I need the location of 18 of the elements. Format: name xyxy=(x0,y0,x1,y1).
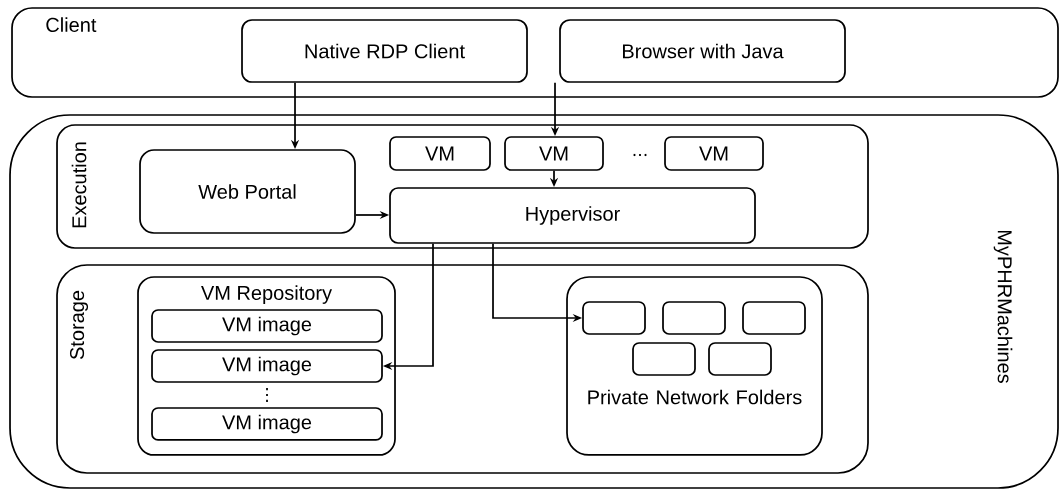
component-box: VM xyxy=(389,136,491,171)
component-box: VM xyxy=(664,136,764,171)
ellipsis-text: ⋮ xyxy=(266,388,268,402)
component-box: Native RDP Client xyxy=(241,19,528,83)
component-box: VM image xyxy=(151,407,383,441)
component-box: VM xyxy=(504,136,604,171)
component-box: Web Portal xyxy=(139,149,356,234)
folder-box xyxy=(582,301,646,335)
component-box: Hypervisor xyxy=(389,187,756,244)
component-box: VM image xyxy=(151,349,383,383)
folder-box xyxy=(632,342,696,376)
group-panel: Private Network Folders xyxy=(566,276,823,456)
folder-box xyxy=(662,301,726,335)
component-box: VM image xyxy=(151,309,383,343)
component-box: Browser with Java xyxy=(559,19,846,83)
folder-box xyxy=(742,301,806,335)
folder-box xyxy=(708,342,772,376)
ellipsis-text: ... xyxy=(633,153,647,157)
